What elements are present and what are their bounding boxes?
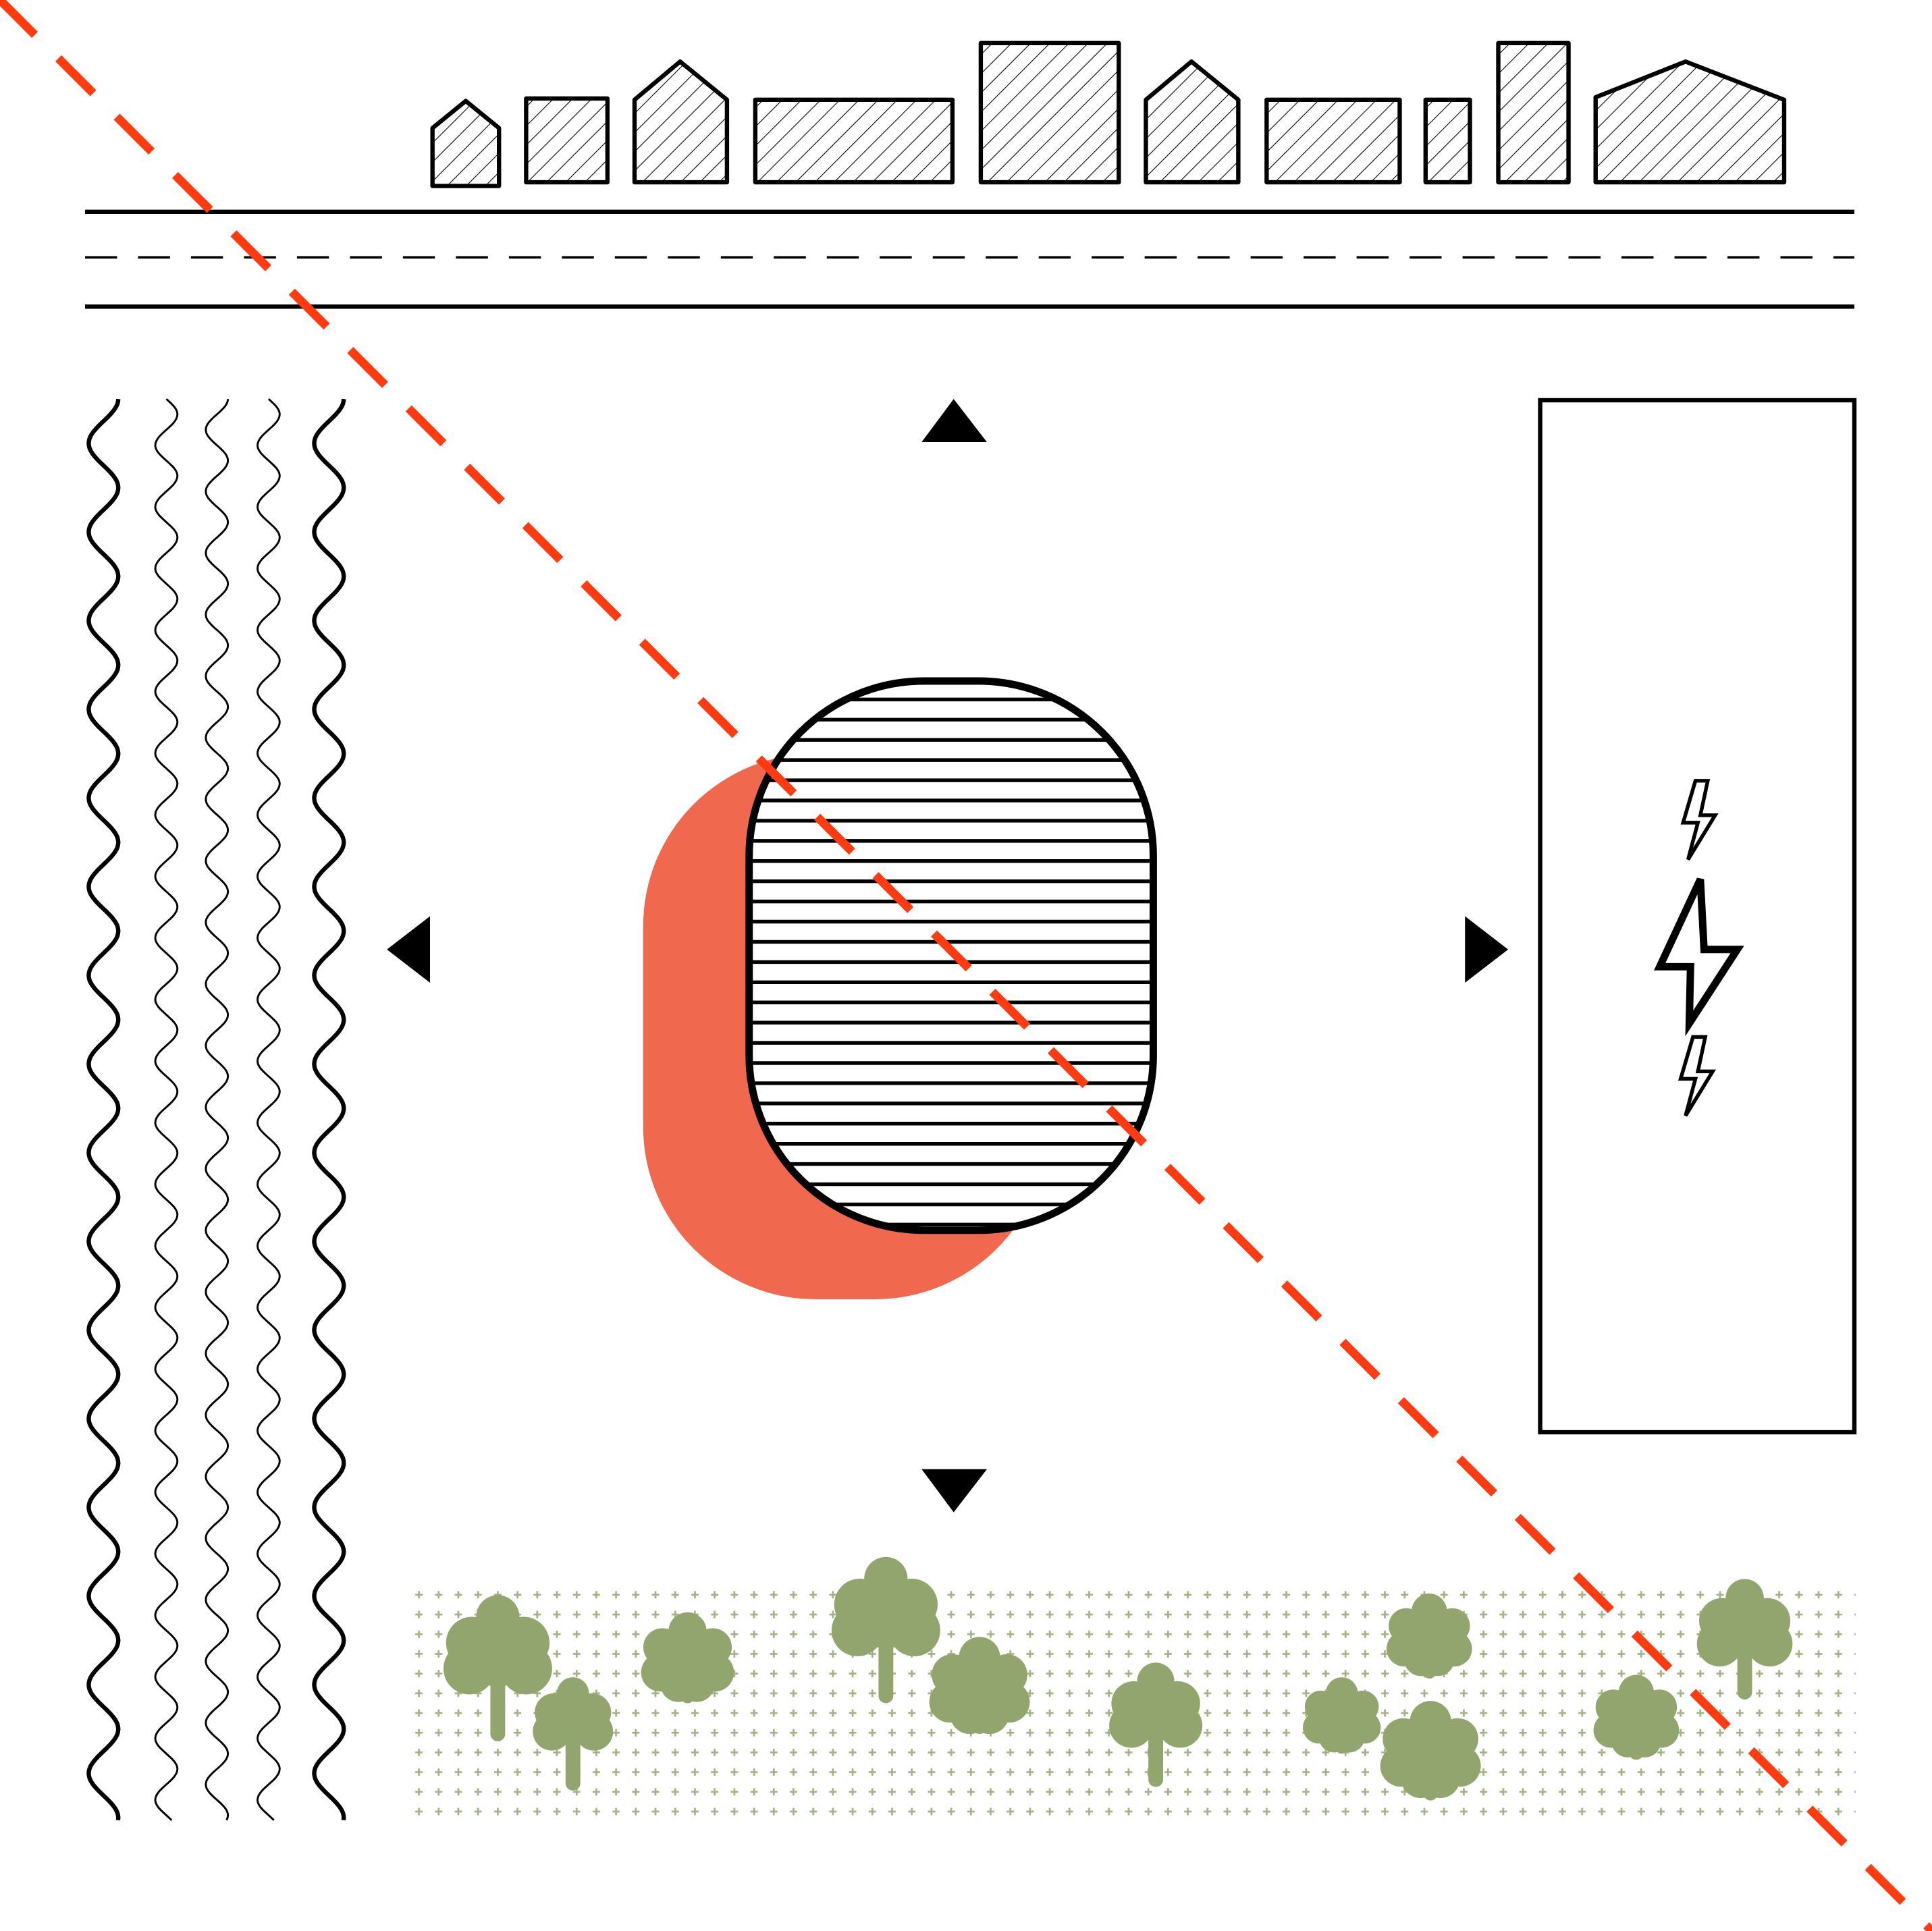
wave-line — [86, 398, 121, 1821]
energy-zone — [1538, 398, 1857, 1435]
arrow-down-icon — [921, 1469, 988, 1513]
arrow-left-icon — [387, 916, 431, 983]
house-icon — [430, 99, 502, 188]
tree-icon — [1386, 1594, 1472, 1679]
trees — [443, 1556, 1793, 1801]
building-icon — [524, 96, 610, 185]
tree-icon — [1109, 1662, 1203, 1787]
arrow-right-icon — [1465, 916, 1509, 983]
arrow-up-icon — [921, 399, 988, 443]
house-icon — [632, 59, 730, 185]
tree-icon — [641, 1612, 734, 1704]
buildings-row — [430, 40, 1787, 188]
building-icon — [1423, 97, 1472, 185]
tree-icon — [1593, 1675, 1680, 1760]
building-icon — [753, 97, 955, 185]
tree-icon — [533, 1677, 614, 1791]
lightning-icon — [1654, 877, 1744, 1037]
tree-icon — [1696, 1579, 1793, 1699]
wave-line — [257, 398, 281, 1821]
house-icon — [1144, 59, 1241, 185]
house-icon — [1593, 59, 1787, 185]
water-waves — [86, 398, 346, 1821]
tree-icon — [1380, 1701, 1481, 1801]
tree-icon — [929, 1637, 1030, 1735]
tree-icon — [1303, 1677, 1381, 1754]
building-icon — [1496, 40, 1571, 185]
wave-line — [312, 398, 346, 1821]
tree-icon — [831, 1556, 940, 1704]
building-icon — [1264, 97, 1402, 185]
tree-icon — [443, 1595, 552, 1742]
building-icon — [978, 40, 1121, 185]
wave-line — [154, 398, 179, 1821]
road — [84, 209, 1855, 309]
wave-line — [205, 398, 230, 1821]
